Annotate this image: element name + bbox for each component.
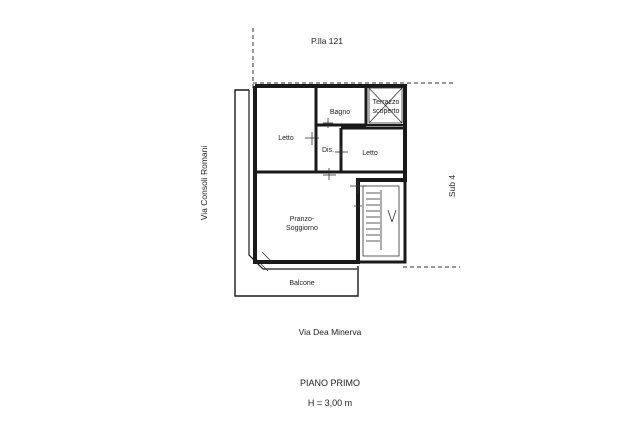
site-labels: P.lla 121 Via Consoli Romani Sub 4 Via D… [199, 36, 457, 337]
parcel-label: P.lla 121 [311, 36, 343, 46]
stair-arrow-b [391, 209, 397, 223]
room-label-pranzo-2: Soggiorno [286, 225, 318, 232]
floor-title: PIANO PRIMO [300, 378, 360, 388]
room-label-terrazzo-1: Terrazzo [373, 99, 400, 106]
room-label-pranzo-1: Pranzo- [290, 216, 315, 223]
terrazzo-cross-b [368, 87, 403, 124]
staircase-walls [358, 178, 407, 264]
room-label-terrazzo-2: scoperto [373, 108, 400, 115]
ceiling-height: H = 3,00 m [308, 398, 352, 408]
room-label-letto-2: Letto [362, 150, 378, 157]
room-label-balcone: Balcone [289, 280, 314, 287]
balcony-door-mark-2 [261, 251, 271, 261]
drawing-footer: PIANO PRIMO H = 3,00 m [300, 378, 360, 408]
street-label-bottom: Via Dea Minerva [299, 327, 362, 337]
staircase-outline [362, 185, 400, 257]
room-label-dis: Dis. [322, 147, 334, 154]
terrazzo-box [368, 87, 403, 124]
sub-label: Sub 4 [447, 175, 457, 197]
room-labels: Letto Bagno Terrazzo scoperto Dis. Letto… [278, 99, 399, 287]
property-boundaries [252, 28, 460, 268]
staircase [358, 178, 407, 264]
room-label-letto-1: Letto [278, 135, 294, 142]
balcony-inner-wall [248, 90, 357, 270]
balcony-outer-wall [234, 89, 359, 297]
stair-arrow-a [387, 209, 393, 223]
room-label-bagno: Bagno [330, 109, 350, 116]
terrazzo-cross [368, 87, 403, 124]
street-label-left: Via Consoli Romani [199, 146, 209, 221]
